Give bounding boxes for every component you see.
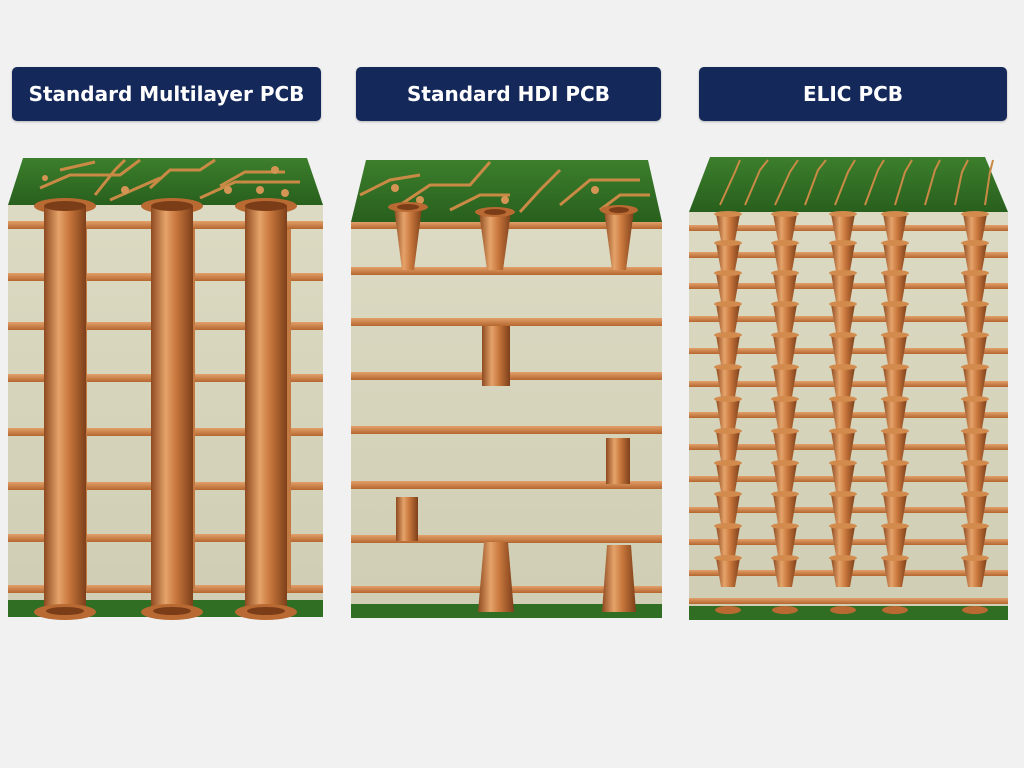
panel-standard-multilayer: [8, 158, 323, 620]
through-hole-vias: [34, 198, 297, 620]
panel-standard-hdi: [351, 160, 662, 618]
panel-elic: [689, 157, 1008, 620]
